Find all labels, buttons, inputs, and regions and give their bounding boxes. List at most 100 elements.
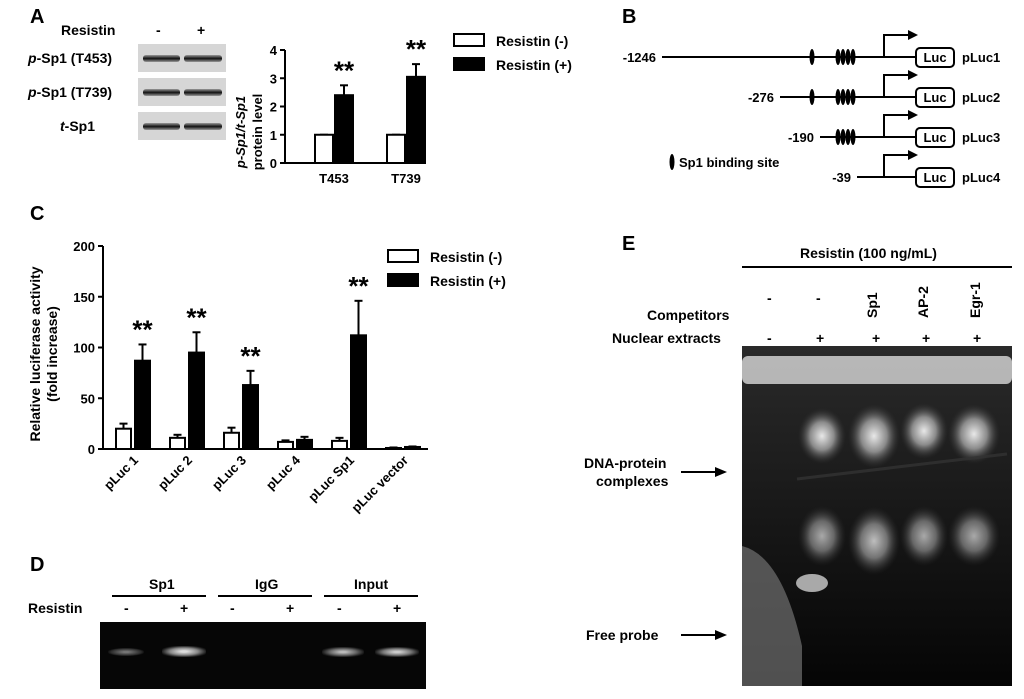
tss-arrow <box>883 34 910 57</box>
y-tick-label: 0 <box>88 442 95 457</box>
blot-lane-minus: - <box>156 22 161 38</box>
emsa-header: Resistin (100 ng/mL) <box>800 245 937 261</box>
bar <box>334 94 354 164</box>
tss-arrowhead <box>908 110 918 120</box>
bar <box>223 431 240 450</box>
sp1-site <box>840 49 846 65</box>
emsa-free-probe-arrow <box>681 630 727 640</box>
blot-row-label-t453: p-Sp1 (T453) <box>28 50 113 66</box>
tss-arrow <box>883 154 910 177</box>
blot-band <box>143 123 180 130</box>
y-tick-label: 150 <box>73 290 95 305</box>
chip-lane-2: + <box>180 600 189 616</box>
chip-group-igg: IgG <box>255 576 279 592</box>
emsa-lane-glow <box>900 403 948 459</box>
emsa-complex-label-2: complexes <box>596 473 669 489</box>
chip-group-sp1: Sp1 <box>149 576 175 592</box>
x-tick-label: pLuc 3 <box>209 453 249 493</box>
bar <box>242 384 259 450</box>
luc-label: Luc <box>923 90 946 105</box>
blot-band <box>143 55 180 62</box>
bar <box>134 359 151 451</box>
y-tick-label: 100 <box>73 341 95 356</box>
legend-swatch <box>387 249 419 263</box>
chart-c-ylabel-2: (fold increase) <box>44 306 60 402</box>
construct-name: pLuc4 <box>962 170 1001 185</box>
chip-lane-6: + <box>393 600 402 616</box>
construct-start-label: -190 <box>788 130 814 145</box>
blot-band <box>143 89 180 96</box>
tss-arrow <box>883 74 910 97</box>
sp1-site <box>850 49 856 65</box>
sp1-site <box>850 129 856 145</box>
x-tick-label: pLuc 2 <box>155 453 195 493</box>
chart-a: p-Sp1/t-Sp1 protein level 01234**T453**T… <box>233 33 572 186</box>
sp1-site <box>835 49 841 65</box>
y-tick-label: 0 <box>270 156 277 171</box>
chart-a-ylabel-2: protein level <box>250 94 265 171</box>
emsa-competitor-2: - <box>816 290 821 306</box>
chart-a-ylabel: p-Sp1/t-Sp1 <box>233 96 248 169</box>
blot-strip-total <box>138 112 226 140</box>
chip-band-input-plus <box>375 647 419 657</box>
significance-label: ** <box>186 302 207 332</box>
construct-name: pLuc1 <box>962 50 1000 65</box>
emsa-smear <box>742 546 802 686</box>
sp1-site <box>840 129 846 145</box>
blot-strip-t453 <box>138 44 226 72</box>
x-tick-label: pLuc 4 <box>263 452 304 493</box>
chip-lane-3: - <box>230 600 235 616</box>
chip-group-line <box>218 595 312 597</box>
chip-band-sp1-plus <box>162 646 206 657</box>
significance-label: ** <box>406 34 427 64</box>
chip-resistin-label: Resistin <box>28 600 83 616</box>
construct-start-label: -39 <box>832 170 851 185</box>
y-tick-label: 3 <box>270 71 277 86</box>
chip-lane-4: + <box>286 600 295 616</box>
bar <box>169 436 186 451</box>
emsa-lane-glow <box>848 404 900 468</box>
legend-label: Resistin (-) <box>496 33 568 49</box>
construct-name: pLuc2 <box>962 90 1000 105</box>
blot-band <box>184 123 222 130</box>
luc-box <box>915 87 955 108</box>
y-tick-label: 50 <box>81 391 95 406</box>
emsa-lane-glow <box>948 404 1000 464</box>
sp1-site <box>835 89 841 105</box>
chip-gel <box>100 622 426 689</box>
chip-lane-1: - <box>124 600 129 616</box>
blot-band <box>184 55 222 62</box>
emsa-competitor-3: Sp1 <box>864 292 880 318</box>
sp1-site <box>809 49 815 65</box>
bar <box>386 133 406 164</box>
chart-c-ylabel: Relative luciferase activity <box>28 266 43 441</box>
chip-lane-5: - <box>337 600 342 616</box>
y-tick-label: 4 <box>270 43 278 58</box>
sp1-site <box>850 89 856 105</box>
sp1-site <box>809 89 815 105</box>
emsa-competitors-label: Competitors <box>647 307 730 323</box>
bar <box>404 445 421 451</box>
blot-row-label-total: t-Sp1 <box>60 118 96 134</box>
emsa-nuclear-4: + <box>922 330 931 346</box>
emsa-lane-glow <box>848 507 900 575</box>
tss-arrowhead <box>908 150 918 160</box>
significance-label: ** <box>132 314 153 344</box>
luc-label: Luc <box>923 170 946 185</box>
emsa-lane-glow <box>948 506 1000 566</box>
blot-strip-t739 <box>138 78 226 106</box>
panel-letter-d: D <box>30 554 45 576</box>
emsa-free-probe-band <box>796 574 828 592</box>
bar <box>296 438 313 451</box>
legend-swatch <box>453 57 485 71</box>
bar <box>277 440 294 451</box>
panel-letter-e: E <box>622 233 636 255</box>
panel-letter-b: B <box>622 6 637 28</box>
legend-sp1-label: Sp1 binding site <box>679 155 779 170</box>
emsa-competitor-4: AP-2 <box>915 286 931 318</box>
luc-box <box>915 47 955 68</box>
legend-label: Resistin (+) <box>430 273 506 289</box>
legend-swatch <box>453 33 485 47</box>
bar <box>385 446 402 451</box>
